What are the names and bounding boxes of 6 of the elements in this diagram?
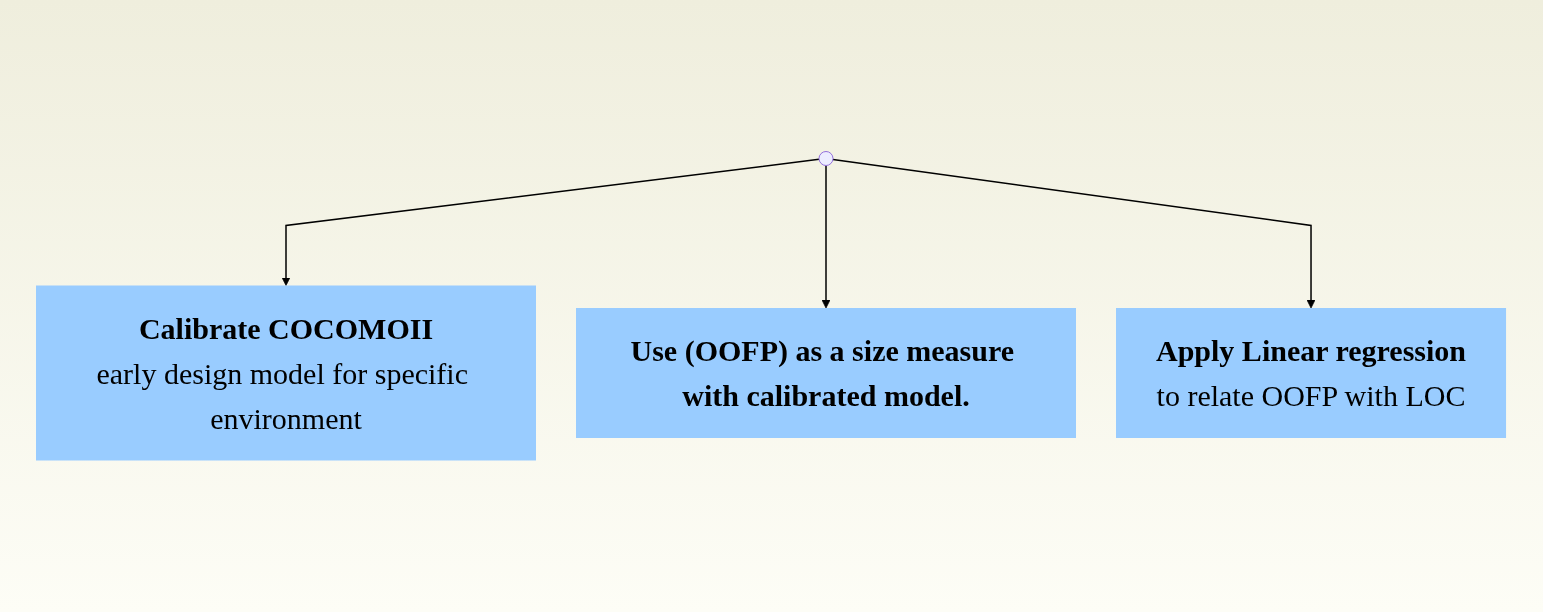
arrow [822, 164, 831, 309]
arrow [282, 158, 821, 286]
node-box: Apply Linear regression to relate OOFP with LOC [1116, 308, 1507, 438]
node-box: Use (OOFP) as a size measure with calibrated model. [576, 308, 1077, 438]
node-box: Calibrate COCOMOII early design model for specific environment [36, 285, 537, 461]
arrow [832, 158, 1316, 309]
